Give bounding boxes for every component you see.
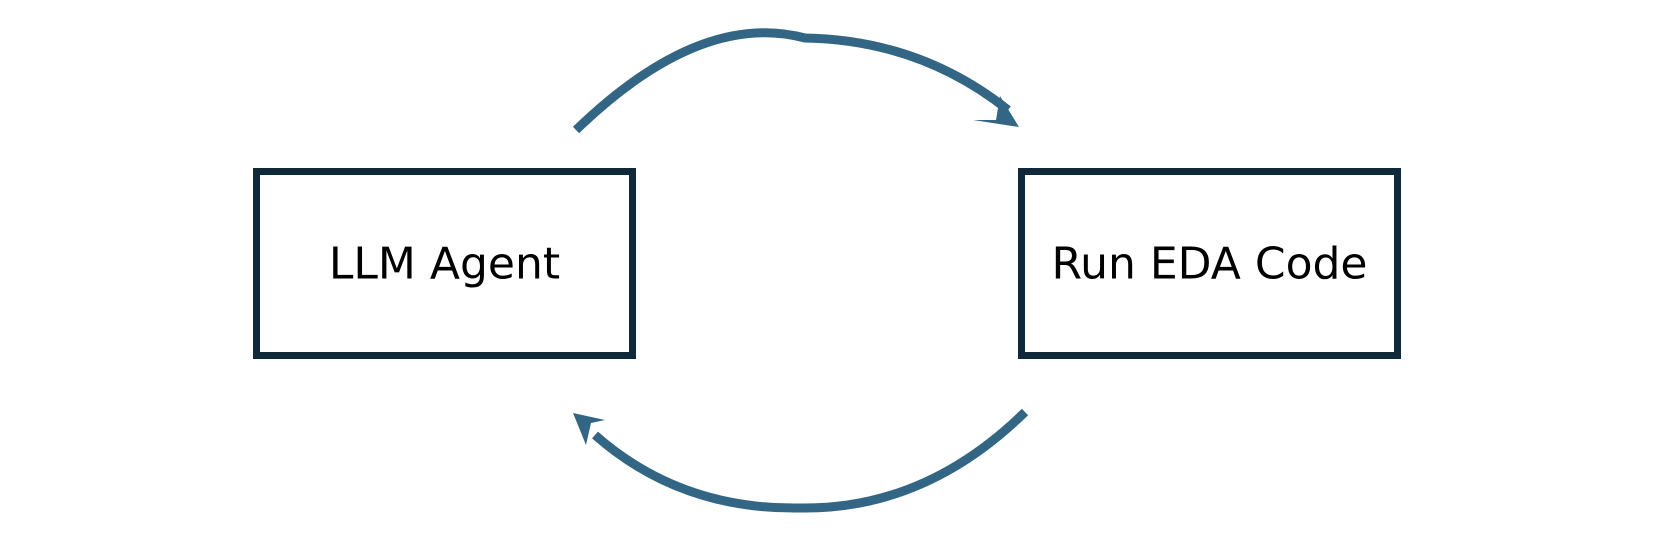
edge-eda-to-agent	[573, 408, 1029, 513]
edge-agent-to-eda-line	[572, 28, 1011, 134]
node-llm-agent-box	[253, 168, 636, 359]
edge-eda-to-agent-line	[592, 408, 1029, 513]
node-run-eda-code-box	[1018, 168, 1401, 359]
node-run-eda-code-label: Run EDA Code	[1052, 239, 1368, 290]
node-run-eda-code: Run EDA Code	[1018, 168, 1401, 359]
node-llm-agent: LLM Agent	[253, 168, 636, 359]
node-llm-agent-label: LLM Agent	[329, 239, 560, 290]
edge-eda-to-agent-arrowhead	[573, 413, 605, 445]
edge-agent-to-eda	[572, 28, 1019, 134]
edge-agent-to-eda-arrowhead	[973, 96, 1019, 127]
